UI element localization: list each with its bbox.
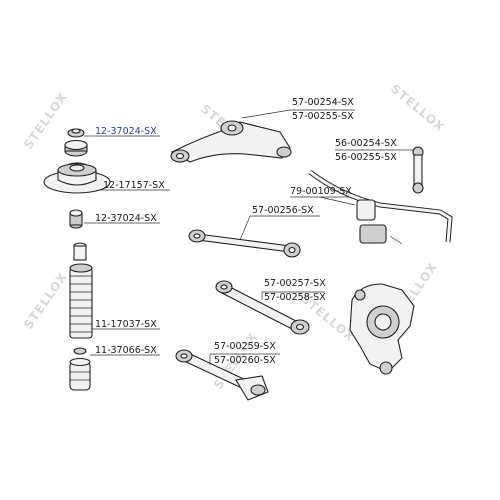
- watermark: STELLOX: [21, 90, 70, 152]
- label-dust-boot: 11-17037-SX: [95, 319, 157, 330]
- lateral-link-part: [188, 229, 301, 258]
- stabilizer-link-part: [412, 146, 424, 194]
- label-bump-stop: 11-37066-SX: [95, 345, 157, 356]
- top-mount-lower-part: [69, 209, 83, 229]
- watermark: STELLOX: [388, 82, 447, 135]
- label-lateral-link: 57-00256-SX: [252, 205, 314, 216]
- label-lower-link-left: 57-00259-SX: [214, 341, 276, 352]
- label-top-mount-upper: 12-37024-SX: [95, 126, 157, 137]
- lower-link-part: [175, 349, 269, 401]
- label-lower-link-right: 57-00260-SX: [214, 355, 276, 366]
- label-top-mount-lower: 12-37024-SX: [95, 213, 157, 224]
- knuckle-part: [349, 283, 415, 375]
- leader-lines-left: [84, 135, 170, 356]
- trailing-arm-part: [215, 280, 310, 335]
- upper-arm-part: [170, 120, 292, 163]
- label-stabilizer-link-right: 56-00255-SX: [335, 152, 397, 163]
- label-trailing-arm-right: 57-00258-SX: [264, 292, 326, 303]
- bump-stop-part: [69, 347, 91, 391]
- stabilizer-bar-part: [308, 170, 453, 245]
- strut-mount-part: [43, 162, 111, 194]
- label-stabilizer-link-left: 56-00254-SX: [335, 138, 397, 149]
- label-upper-arm-left: 57-00254-SX: [292, 97, 354, 108]
- label-trailing-arm-left: 57-00257-SX: [264, 278, 326, 289]
- label-strut-mount: 12-17157-SX: [103, 180, 165, 191]
- dust-boot-part: [69, 242, 93, 339]
- label-stabilizer-bushing: 79-00109-SX: [290, 186, 352, 197]
- label-upper-arm-right: 57-00255-SX: [292, 111, 354, 122]
- watermark: STELLOX: [21, 270, 70, 332]
- top-mount-upper-part: [64, 128, 88, 157]
